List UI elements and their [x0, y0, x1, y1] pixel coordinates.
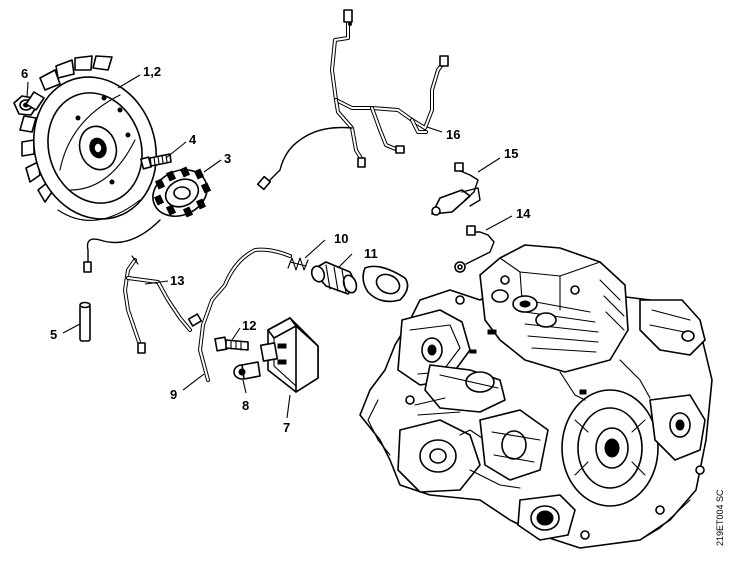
part-contact-nut — [233, 361, 261, 380]
part-screw-12 — [214, 336, 249, 352]
callout-13: 13 — [170, 273, 184, 288]
part-screw — [140, 153, 172, 170]
part-stator-cable — [83, 219, 161, 273]
callout-labels: 6 1,2 4 3 5 13 10 11 12 9 8 7 15 14 16 — [21, 64, 531, 435]
part-ignition-lead — [198, 247, 292, 382]
callout-4: 4 — [189, 132, 197, 147]
part-ground-wire — [431, 162, 481, 216]
part-ring-terminal-cable — [454, 225, 495, 273]
callout-15: 15 — [504, 146, 518, 161]
callout-8: 8 — [242, 398, 249, 413]
callout-10: 10 — [334, 231, 348, 246]
callout-11: 11 — [364, 246, 378, 261]
part-spark-plug-boot — [310, 261, 358, 295]
part-wire-harness — [256, 9, 449, 191]
callout-9: 9 — [170, 387, 177, 402]
part-engine-housing — [359, 244, 713, 549]
callout-16: 16 — [446, 127, 460, 142]
part-stator — [152, 166, 212, 218]
part-flywheel — [19, 55, 158, 221]
callout-12: 12 — [242, 318, 256, 333]
callout-14: 14 — [516, 206, 531, 221]
part-grommet — [362, 265, 409, 303]
drawing-code: 219ET004 SC — [715, 489, 725, 546]
part-short-circuit-wire — [123, 255, 203, 354]
part-ignition-module — [259, 317, 319, 393]
callout-6: 6 — [21, 66, 28, 81]
part-pin — [79, 301, 91, 342]
callout-3: 3 — [224, 151, 231, 166]
callout-7: 7 — [283, 420, 290, 435]
callout-5: 5 — [50, 327, 57, 342]
callout-1-2: 1,2 — [143, 64, 161, 79]
part-spring — [287, 257, 309, 271]
leader-lines — [26, 74, 513, 419]
